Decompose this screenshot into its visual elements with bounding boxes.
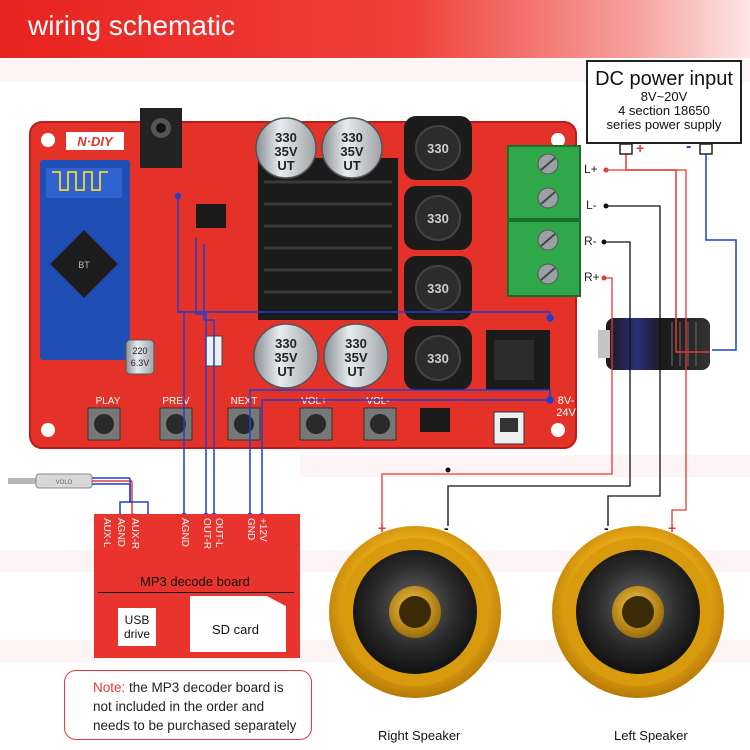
btn-label-vol-down: VOL- [366, 396, 389, 407]
svg-text:330: 330 [345, 336, 367, 351]
pin-out-r: OUT-R [201, 518, 212, 550]
page-title: wiring schematic [28, 10, 235, 41]
svg-text:35V: 35V [340, 144, 363, 159]
usb-drive-slot: USB drive [118, 608, 156, 646]
mount-hole [551, 423, 565, 437]
note-line-1: the MP3 decoder board is [125, 680, 284, 695]
dc-power-title: DC power input [595, 68, 733, 90]
label-l-minus: L- [586, 198, 597, 212]
svg-text:UT: UT [277, 158, 294, 173]
dc-power-input-box: DC power input 8V~20V 4 section 18650 se… [586, 60, 742, 144]
svg-text:VOLO: VOLO [56, 480, 73, 486]
svg-text:35V: 35V [274, 350, 297, 365]
capacitor-top-right: 330 35V UT [321, 117, 383, 179]
svg-text:UT: UT [277, 364, 294, 379]
aux-cable: VOLO [8, 473, 132, 489]
note-line-2: not included in the order and [93, 699, 265, 714]
note-line-3: needs to be purchased separately [93, 718, 297, 733]
note-box: Note: the MP3 decoder board is not inclu… [64, 670, 312, 740]
svg-text:330: 330 [427, 281, 449, 296]
drive-label: drive [123, 627, 150, 641]
pin-aux-l: AUX-L [101, 518, 112, 548]
dc-supply: series power supply [606, 117, 722, 132]
left-speaker-plus: + [668, 520, 677, 536]
inductor-1: 330 [404, 116, 472, 180]
dc-barrel-plug [598, 318, 710, 370]
op-amp-chip [196, 204, 226, 228]
small-capacitor: 220 6.3V [125, 339, 155, 375]
label-r-minus: R- [584, 234, 597, 248]
svg-text:330: 330 [427, 211, 449, 226]
inductor-4: 330 [404, 326, 472, 390]
pin-agnd-left: AGND [115, 518, 126, 547]
pin-agnd-mid: AGND [179, 518, 190, 547]
capacitor-top-left: 330 35V UT [255, 117, 317, 179]
right-speaker-minus: - [444, 520, 449, 536]
pin-gnd: GND [245, 518, 256, 541]
dc-battery: 4 section 18650 [618, 103, 710, 118]
capacitor-bottom-left: 330 35V UT [253, 323, 319, 389]
mp3-decode-board: AUX-L AGND AUX-R AGND OUT-R OUT-L GND +1… [94, 514, 300, 658]
bluetooth-module: BT [40, 160, 130, 360]
left-speaker-label: Left Speaker [614, 728, 688, 743]
svg-text:330: 330 [275, 336, 297, 351]
svg-text:330: 330 [275, 130, 297, 145]
mount-hole [41, 133, 55, 147]
left-speaker [552, 526, 724, 698]
right-speaker-label: Right Speaker [378, 728, 461, 743]
svg-text:330: 330 [427, 351, 449, 366]
sd-card-slot [190, 596, 286, 652]
label-l-plus: L+ [584, 162, 598, 176]
note-label: Note: [93, 680, 126, 695]
btn-label-prev: PREV [162, 396, 190, 407]
sd-card-label: SD card [212, 622, 259, 637]
capacitor-bottom-right: 330 35V UT [323, 323, 389, 389]
mp3-board-divider [98, 592, 294, 593]
svg-text:330: 330 [341, 130, 363, 145]
inductor-2: 330 [404, 186, 472, 250]
header-bar: wiring schematic [0, 0, 750, 58]
svg-text:UT: UT [343, 158, 360, 173]
mp3-board-title: MP3 decode board [140, 574, 250, 589]
svg-text:35V: 35V [274, 144, 297, 159]
svg-text:BT: BT [78, 260, 90, 270]
svg-text:330: 330 [427, 141, 449, 156]
svg-text:UT: UT [347, 364, 364, 379]
btn-label-next: NEXT [231, 396, 258, 407]
brand-logo [66, 132, 124, 150]
svg-text:35V: 35V [344, 350, 367, 365]
inductor-3: 330 [404, 256, 472, 320]
speaker-wires [381, 167, 687, 526]
mount-hole [551, 133, 565, 147]
svg-text:24V: 24V [556, 407, 576, 419]
button-row [87, 407, 397, 441]
btn-label-vol-up: VOL+ [301, 396, 327, 407]
dc-plus-label: + [636, 140, 645, 156]
pin-12v: +12V [257, 518, 268, 542]
mount-hole [41, 423, 55, 437]
right-speaker-plus: + [378, 520, 387, 536]
heatsink [258, 158, 398, 320]
dc-voltage: 8V~20V [640, 89, 688, 104]
pin-aux-r: AUX-R [129, 518, 140, 550]
svg-text:220: 220 [132, 346, 147, 356]
amplifier-board: N·DIY BT [29, 108, 581, 449]
speaker-terminal-block [507, 145, 581, 297]
btn-label-play: PLAY [96, 396, 121, 407]
label-r-plus: R+ [584, 270, 600, 284]
svg-text:8V-: 8V- [558, 395, 575, 407]
svg-text:6.3V: 6.3V [131, 358, 150, 368]
dc-minus-label: - [686, 138, 692, 155]
right-speaker [329, 526, 501, 698]
pin-out-l: OUT-L [213, 518, 224, 548]
usb-label: USB [124, 613, 150, 627]
left-speaker-minus: - [604, 520, 609, 536]
regulator-chip [420, 408, 450, 432]
brand-logo-text: N·DIY [77, 134, 114, 149]
